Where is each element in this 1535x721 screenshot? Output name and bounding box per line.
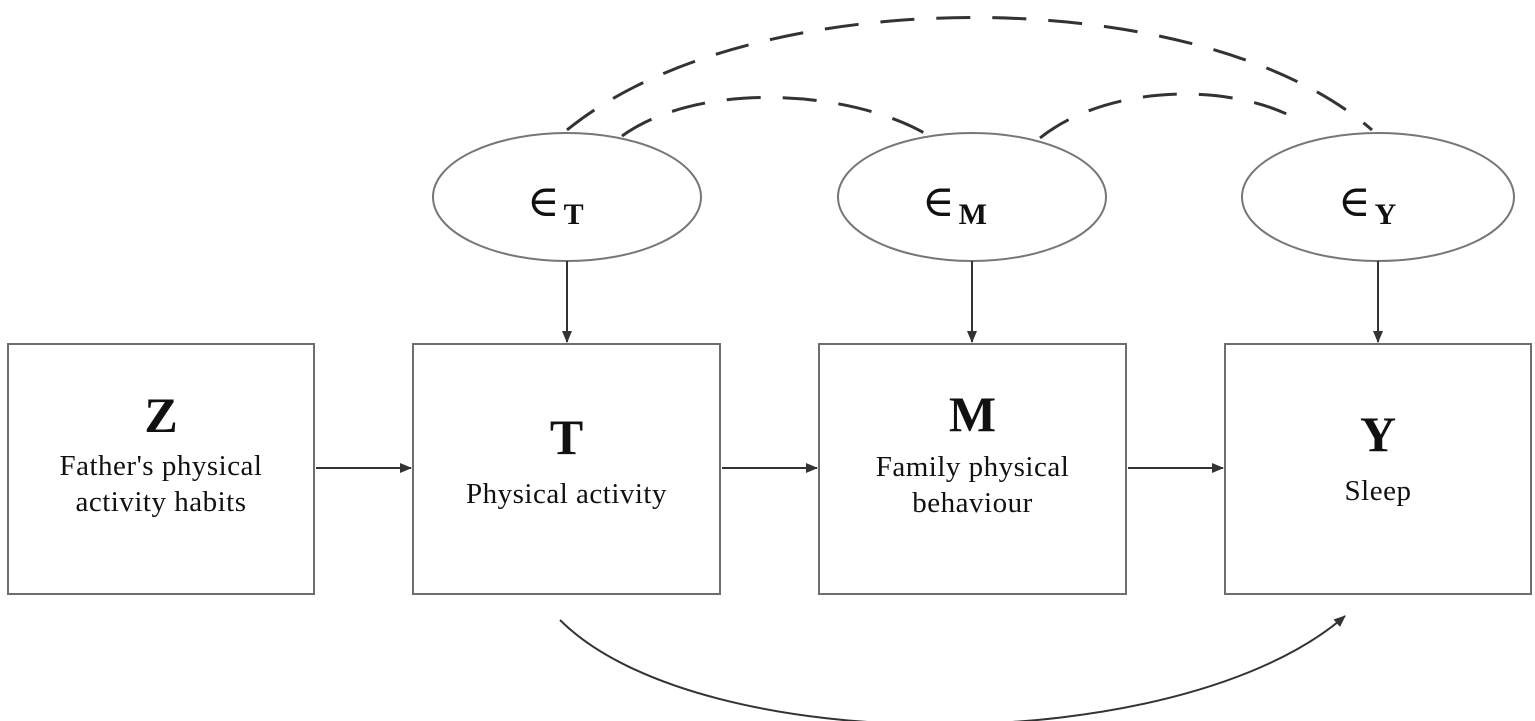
arrow-t-to-y-direct [559,615,1346,721]
node-z-father-activity: Z Father's physical activity habits [7,343,315,595]
error-ellipse-m [837,132,1107,262]
error-label-y: ∈Y [1338,176,1397,231]
covariance-arc-et-em [621,95,927,138]
node-t-description: Physical activity [466,478,667,510]
node-y-description: Sleep [1344,475,1412,507]
error-label-t: ∈T [527,176,584,231]
node-m-description: Family physical behaviour [875,451,1070,519]
error-label-m: ∈M [922,176,987,231]
node-t-letter: T [549,409,584,465]
covariance-arc-et-ey [566,16,1373,132]
node-m-family-behaviour: M Family physical behaviour [818,343,1127,595]
covariance-arc-em-ey [1039,92,1306,140]
node-z-description: Father's physical activity habits [59,450,263,518]
node-t-physical-activity: T Physical activity [412,343,721,595]
node-y-sleep: Y Sleep [1224,343,1532,595]
node-m-letter: M [948,386,997,442]
error-ellipse-t [432,132,702,262]
node-y-letter: Y [1359,406,1397,462]
error-ellipse-y [1241,132,1515,262]
node-z-letter: Z [144,387,178,443]
